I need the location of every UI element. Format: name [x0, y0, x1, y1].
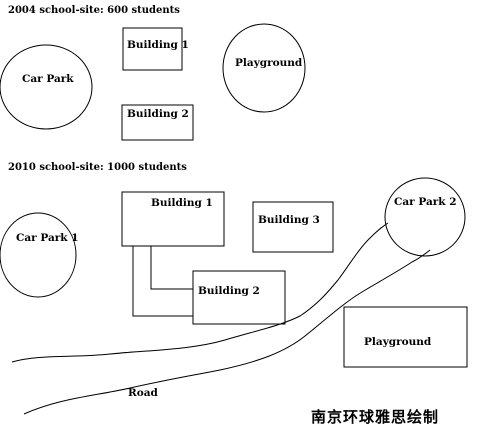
road-edge-lower — [23, 249, 431, 415]
building-2-2004: Building 2 — [121, 104, 194, 141]
building-3-2010-label: Building 3 — [258, 214, 320, 226]
road: Road — [11, 222, 431, 415]
car-park-2-2010-label: Car Park 2 — [394, 196, 457, 208]
playground-2010-label: Playground — [364, 336, 432, 348]
building-2-2010: Building 2 — [192, 270, 286, 325]
title-2004: 2004 school-site: 600 students — [8, 5, 180, 16]
car-park-2004: Car Park — [0, 44, 93, 130]
car-park-1-2010: Car Park 1 — [0, 212, 79, 298]
building-1-2004-label: Building 1 — [127, 39, 189, 51]
building-2-2010-label: Building 2 — [198, 285, 260, 297]
car-park-2-2010: Car Park 2 — [384, 177, 466, 257]
title-2010: 2010 school-site: 1000 students — [8, 162, 187, 173]
building-2-2004-label: Building 2 — [127, 108, 189, 120]
playground-2004-label: Playground — [235, 57, 303, 69]
car-park-2004-label: Car Park — [22, 73, 74, 85]
building-1-2010-label: Building 1 — [151, 197, 213, 209]
playground-2010: Playground — [343, 306, 468, 368]
road-label: Road — [128, 387, 159, 399]
car-park-1-2010-label: Car Park 1 — [16, 232, 79, 244]
building-connector-lines — [132, 246, 193, 317]
road-edge-upper — [11, 222, 389, 363]
watermark-text: 南京环球雅思绘制 — [311, 408, 439, 426]
building-1-2004: Building 1 — [122, 27, 189, 71]
building-1-2010: Building 1 — [121, 191, 225, 247]
playground-2004: Playground — [222, 23, 306, 113]
building-3-2010: Building 3 — [252, 201, 334, 253]
